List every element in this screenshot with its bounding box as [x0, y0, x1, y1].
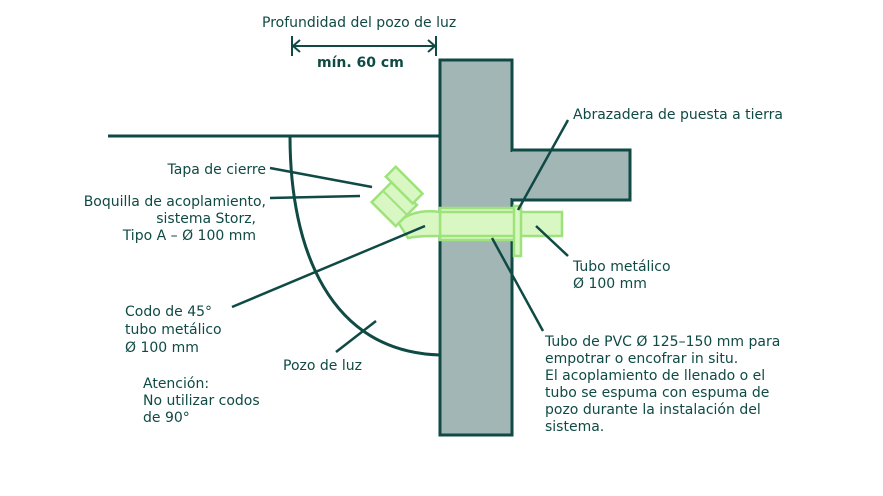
floor-slab [512, 148, 632, 202]
attention-label-line2: No utilizar codos [143, 393, 260, 409]
pvc-label-line6: sistema. [545, 419, 604, 435]
leader-coupling [269, 194, 361, 200]
light-well-label: Pozo de luz [283, 358, 362, 374]
leader-pvc-sleeve [490, 237, 545, 332]
leader-end-cap [269, 166, 373, 189]
coupling-label-line3: Tipo A – Ø 100 mm [122, 228, 256, 244]
min-depth-label: mín. 60 cm [317, 55, 404, 71]
pvc-label-line5: pozo durante la instalación del [545, 402, 761, 418]
building-wall [438, 58, 514, 437]
grounding-clamp-label: Abrazadera de puesta a tierra [573, 107, 783, 123]
pvc-label-line3: El acoplamiento de llenado o el [545, 368, 765, 384]
depth-arrow-right [427, 39, 437, 53]
leader-elbow [231, 224, 426, 309]
metal-pipe-label-line2: Ø 100 mm [573, 276, 647, 292]
attention-label-line1: Atención: [143, 376, 209, 392]
coupling-label-line1: Boquilla de acoplamiento, [84, 194, 266, 210]
depth-arrow-left [291, 39, 301, 53]
leader-grounding-clamp [516, 119, 570, 211]
light-well-wall [288, 135, 441, 357]
leader-metal-pipe [535, 225, 569, 257]
grounding-clamp [512, 204, 523, 258]
depth-title: Profundidad del pozo de luz [262, 15, 456, 31]
end-cap [384, 164, 425, 206]
elbow-label-line1: Codo de 45° [125, 304, 212, 320]
leader-light-well [335, 320, 377, 353]
pvc-label-line2: empotrar o encofrar in situ. [545, 351, 738, 367]
attention-label-line3: de 90° [143, 410, 190, 426]
pvc-label-line4: tubo se espuma con espuma de [545, 385, 769, 401]
end-cap-label: Tapa de cierre [167, 162, 266, 178]
elbow-label-line2: tubo metálico [125, 322, 222, 338]
pvc-label-line1: Tubo de PVC Ø 125–150 mm para [544, 334, 780, 350]
elbow-label-line3: Ø 100 mm [125, 340, 199, 356]
coupling-label-line2: sistema Storz, [156, 211, 256, 227]
metal-pipe-label-line1: Tubo metálico [572, 259, 671, 275]
elbow-45 [396, 210, 442, 240]
